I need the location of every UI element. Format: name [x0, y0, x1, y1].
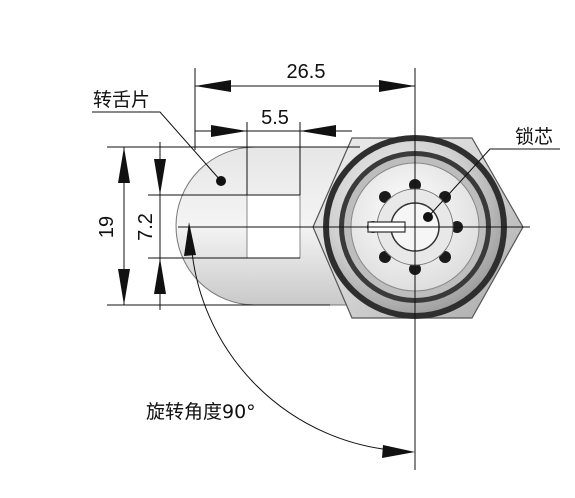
dimension-overall-width-value: 26.5 — [287, 61, 326, 83]
dimension-hole-width-value: 5.5 — [261, 107, 289, 129]
dimension-hole-width: 5.5 — [195, 107, 352, 137]
rotation-angle-label: 旋转角度90° — [146, 401, 256, 423]
lock-core-label: 锁芯 — [515, 126, 553, 148]
extension-lines — [107, 68, 416, 306]
center-lines — [178, 128, 530, 470]
rotation-angle-arc — [184, 222, 415, 458]
cam-tongue-plate — [175, 146, 356, 306]
cam-tongue-label: 转舌片 — [93, 89, 150, 111]
dimension-tongue-height: 19 — [96, 147, 130, 305]
leader-lines — [92, 111, 560, 218]
dimension-overall-width: 26.5 — [195, 61, 415, 92]
dimension-hole-height: 7.2 — [135, 142, 166, 310]
dimension-hole-height-value: 7.2 — [135, 213, 157, 241]
dimension-tongue-height-value: 19 — [96, 216, 118, 238]
